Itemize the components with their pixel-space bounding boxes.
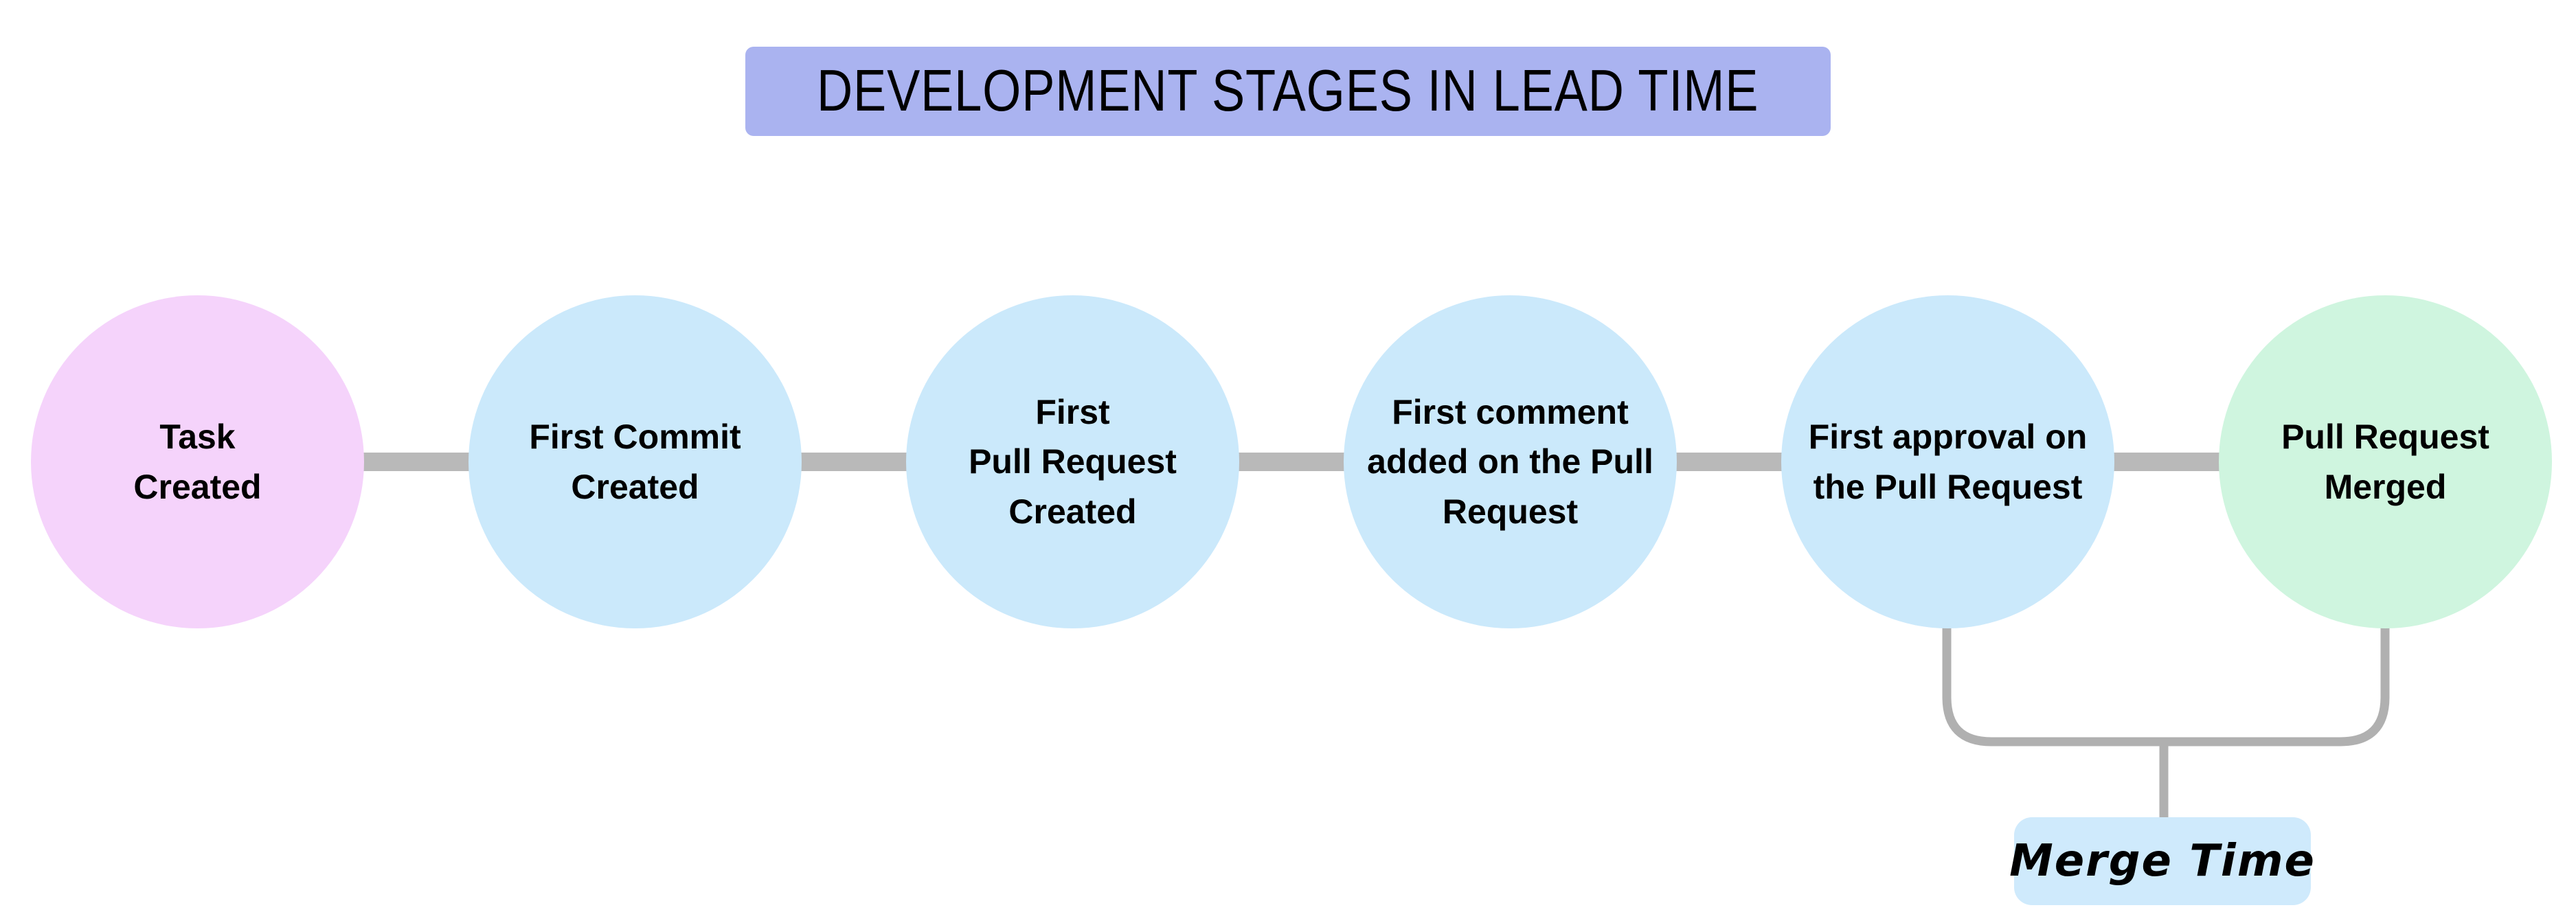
stage-label: First approval on the Pull Request: [1808, 418, 2088, 506]
stage-label: Task Created: [133, 418, 262, 506]
stage-node-first-approval: First approval on the Pull Request: [1781, 295, 2114, 628]
stage-node-first-pull-request-created: First Pull Request Created: [906, 295, 1239, 628]
stage-node-first-commit-created: First Commit Created: [468, 295, 802, 628]
stage-node-first-comment-added: First comment added on the Pull Request: [1344, 295, 1677, 628]
merge-time-label: Merge Time: [2009, 817, 2314, 905]
diagram-title-text: DEVELOPMENT STAGES IN LEAD TIME: [817, 58, 1759, 124]
diagram-title-banner: DEVELOPMENT STAGES IN LEAD TIME: [745, 47, 1831, 136]
stage-node-task-created: Task Created: [31, 295, 364, 628]
stage-label: First comment added on the Pull Request: [1367, 392, 1653, 531]
stage-label: First Commit Created: [529, 418, 741, 506]
merge-time-bracket-curve: [1942, 620, 2390, 747]
stage-node-pull-request-merged: Pull Request Merged: [2219, 295, 2552, 628]
stage-label: First Pull Request Created: [969, 392, 1177, 531]
merge-time-label-text: Merge Time: [2009, 836, 2316, 887]
stage-label: Pull Request Merged: [2281, 418, 2489, 506]
